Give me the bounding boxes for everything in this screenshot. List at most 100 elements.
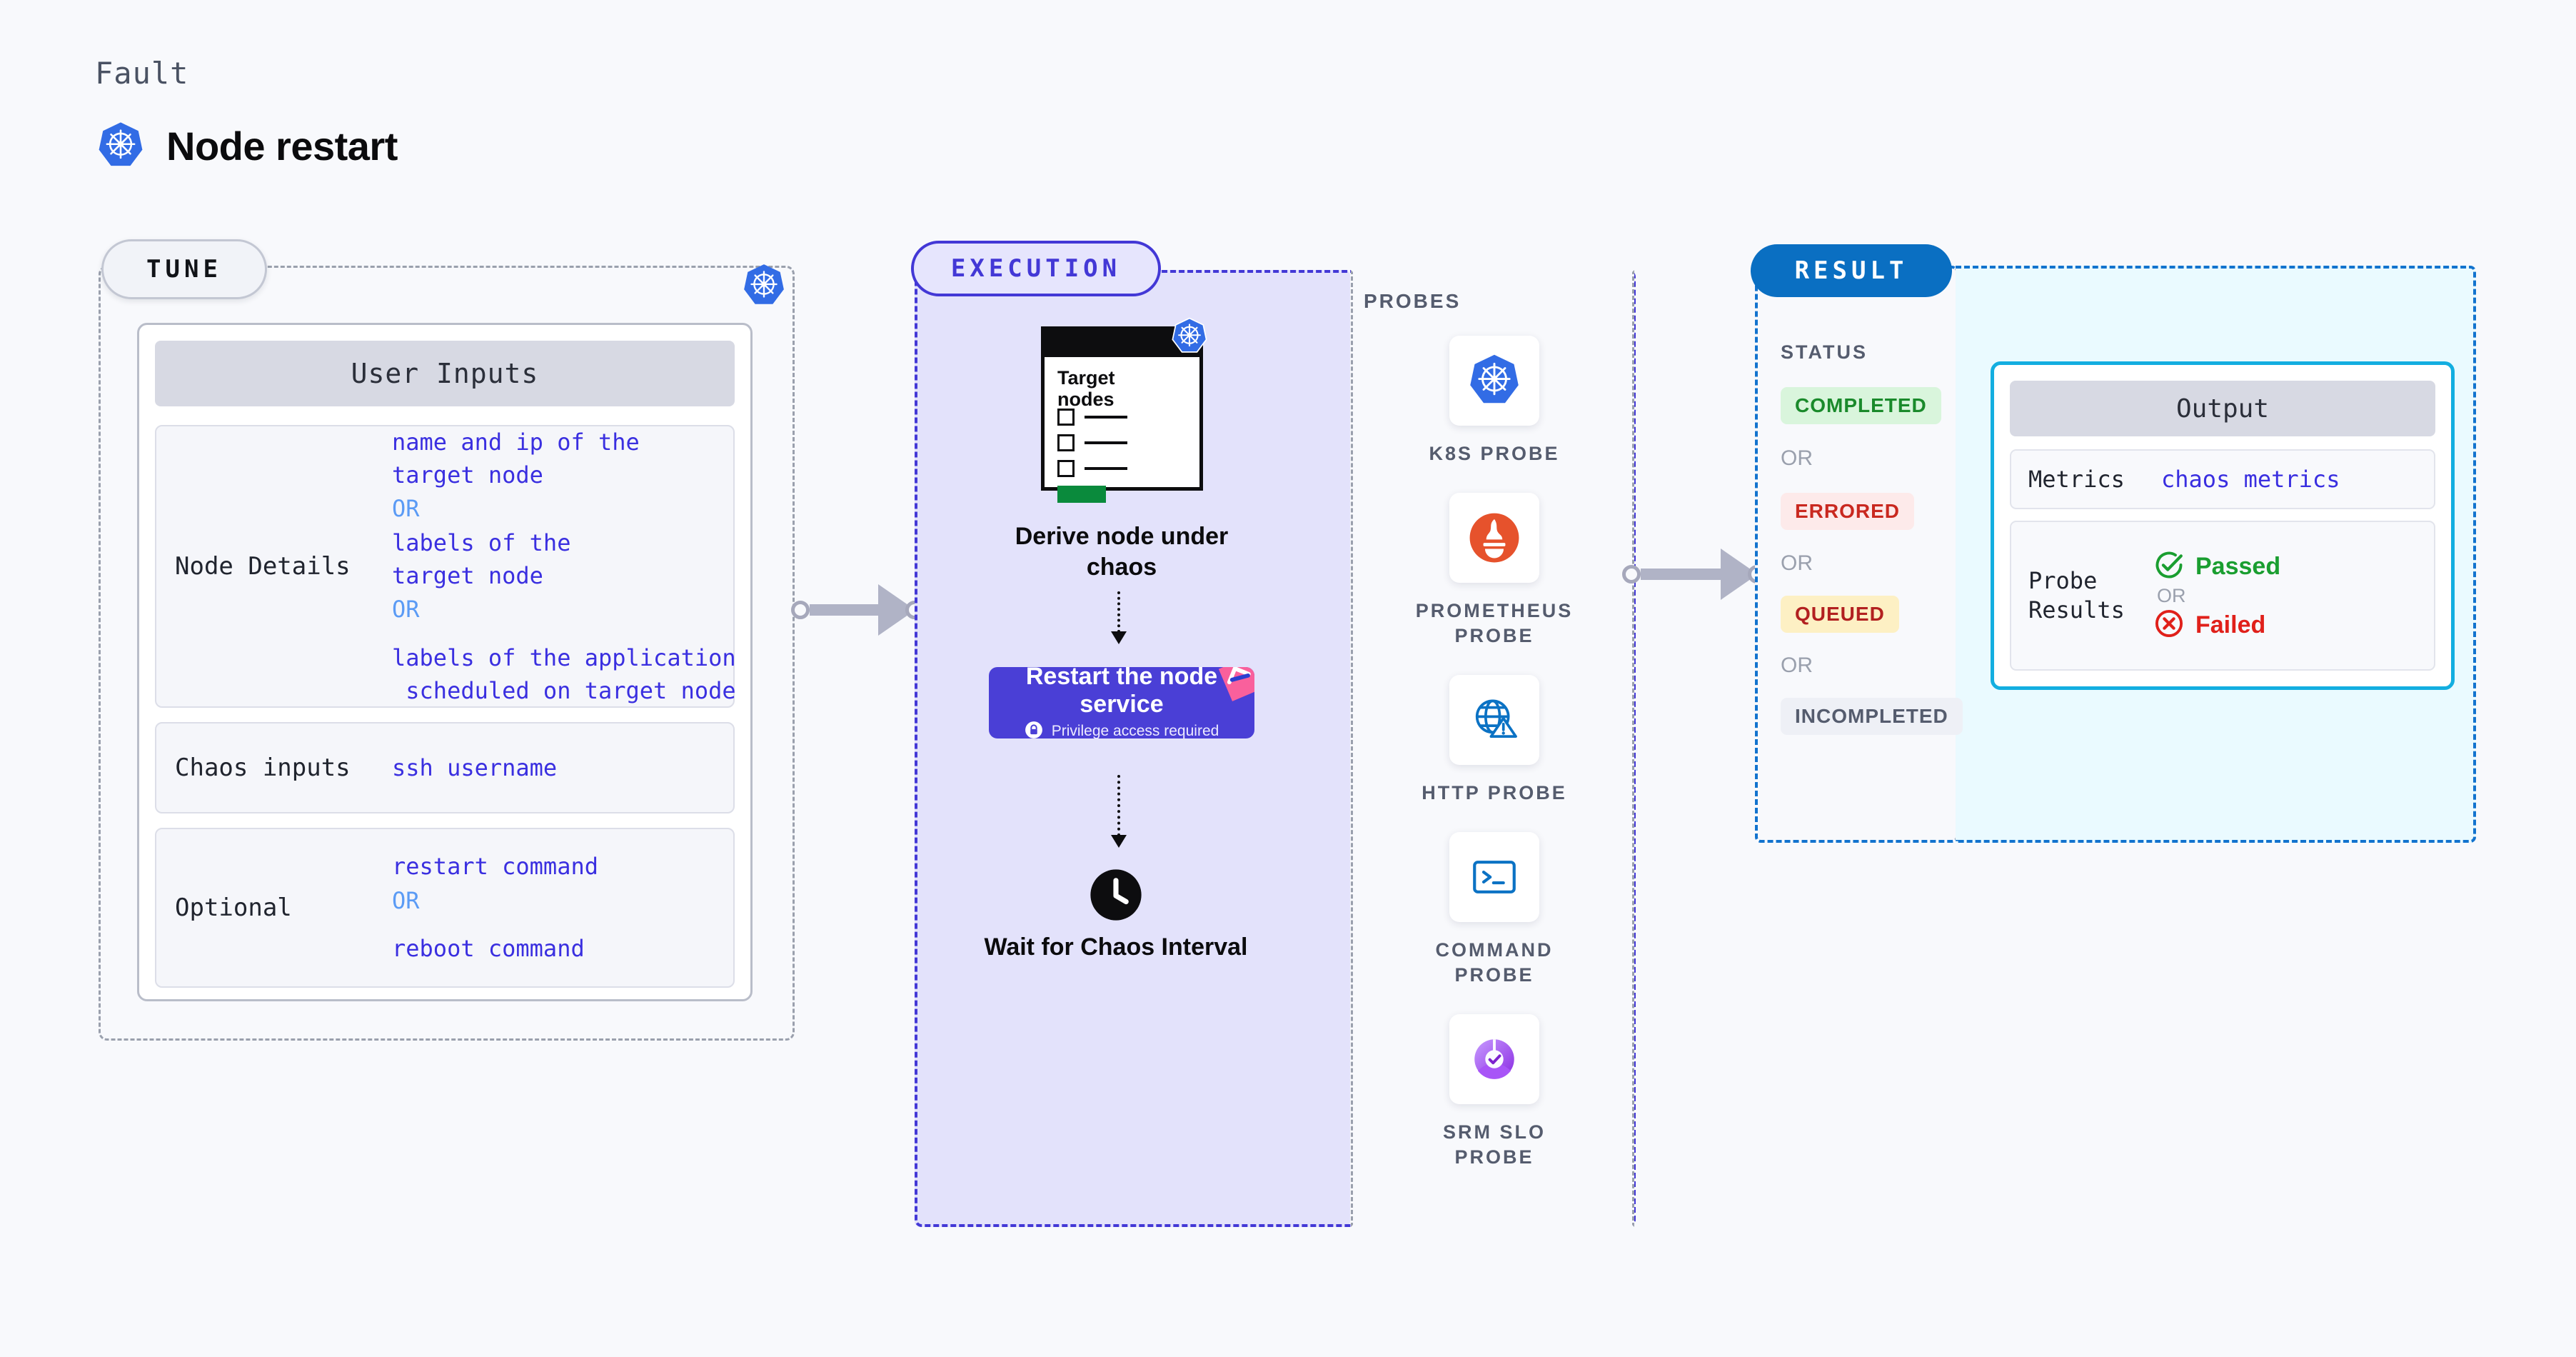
status-or-1: OR: [1781, 446, 1813, 470]
output-card-title: Output: [2010, 381, 2435, 436]
arrow-head: [1111, 631, 1127, 644]
probe-result-failed: Failed: [2154, 609, 2280, 642]
arrow-start-dot: [791, 601, 810, 619]
node-details-value3-line-2: scheduled on target node: [392, 677, 736, 705]
status-badge-errored: ERRORED: [1781, 493, 1915, 530]
chaos-inputs-value: ssh username: [392, 753, 558, 781]
page-title: Node restart: [166, 123, 398, 169]
flow-arrow-down: [1111, 591, 1127, 644]
probe-label: HTTP PROBE: [1422, 782, 1567, 803]
probe-results-label: Probe Results: [2028, 567, 2125, 624]
status-section-title: STATUS: [1781, 341, 1868, 363]
optional-spacer: [392, 919, 733, 931]
node-details-value-line-2: target node: [392, 461, 543, 489]
user-inputs-card: User Inputs Node Details name and ip of …: [137, 323, 753, 1001]
execution-to-result-arrow: [1622, 549, 1766, 600]
target-nodes-title: Target nodes: [1057, 367, 1115, 411]
node-details-or-1: OR: [392, 494, 420, 522]
probe-results-values: Passed OR Failed: [2154, 550, 2280, 642]
probe-label: PROMETHEUS PROBE: [1415, 600, 1574, 647]
privilege-note-row: Privilege access required: [1025, 721, 1219, 738]
optional-values: restart command OR reboot command: [392, 851, 733, 963]
fault-title-row: Node restart: [95, 120, 398, 171]
chaos-inputs-values: ssh username: [392, 753, 733, 783]
check-circle-icon: [2154, 550, 2184, 584]
checkbox-icon: [1057, 409, 1075, 426]
status-or-3: OR: [1781, 654, 1813, 677]
node-details-values: name and ip of the target node OR labels…: [392, 427, 736, 706]
kubernetes-icon: [1169, 316, 1209, 356]
node-details-value-line-1: name and ip of the: [392, 428, 640, 456]
target-node-list-item: [1057, 409, 1127, 426]
list-line: [1085, 467, 1127, 470]
target-node-list-item: [1057, 434, 1127, 451]
node-details-value2-line-2: target node: [392, 562, 543, 589]
arrow-bar: [810, 604, 882, 616]
privilege-note-text: Privilege access required: [1051, 723, 1219, 738]
node-details-value3-line-1: labels of the application: [392, 644, 736, 672]
target-node-list-item: [1057, 460, 1127, 477]
prometheus-icon: [1449, 493, 1539, 583]
node-details-spacer: [392, 629, 736, 640]
optional-row: Optional restart command OR reboot comma…: [155, 828, 735, 988]
metrics-label: Metrics: [2028, 466, 2125, 493]
progress-bar: [1057, 486, 1106, 503]
flow-arrow-down: [1111, 775, 1127, 848]
user-inputs-card-title: User Inputs: [155, 341, 735, 406]
tune-to-execution-arrow: [791, 584, 924, 636]
lock-icon: [1025, 721, 1043, 738]
probe-results-or: OR: [2157, 584, 2186, 606]
probe-failed-label: Failed: [2195, 611, 2266, 639]
list-line: [1085, 416, 1127, 419]
probes-section-title: PROBES: [1364, 290, 1461, 312]
srm-slo-icon: [1449, 1014, 1539, 1104]
ribbon-icon: [1205, 667, 1254, 713]
chaos-inputs-row: Chaos inputs ssh username: [155, 722, 735, 813]
arrow-start-dot: [1622, 565, 1641, 584]
checkbox-icon: [1057, 460, 1075, 477]
node-details-value2-line-1: labels of the: [392, 529, 571, 556]
clock-icon: [1089, 868, 1143, 922]
list-line: [1085, 441, 1127, 444]
globe-warning-icon: [1449, 675, 1539, 765]
arrow-stem: [1117, 775, 1120, 836]
node-details-row: Node Details name and ip of the target n…: [155, 425, 736, 708]
metrics-value: chaos metrics: [2161, 466, 2340, 493]
node-details-or-2: OR: [392, 596, 420, 624]
probe-item-command[interactable]: COMMAND PROBE: [1405, 832, 1584, 988]
result-stage-tag: RESULT: [1751, 244, 1952, 297]
optional-value-1: restart command: [392, 853, 598, 881]
arrow-head: [1111, 835, 1127, 848]
chaos-inputs-label: Chaos inputs: [175, 753, 351, 782]
probe-item-k8s[interactable]: K8S PROBE: [1405, 336, 1584, 466]
tune-panel: User Inputs Node Details name and ip of …: [99, 266, 795, 1041]
probe-label: K8S PROBE: [1429, 443, 1560, 464]
node-details-label: Node Details: [175, 551, 351, 581]
probe-passed-label: Passed: [2195, 552, 2281, 580]
metrics-row: Metrics chaos metrics: [2010, 449, 2435, 509]
restart-step-title: Restart the node service: [1025, 667, 1218, 718]
tune-stage-tag: TUNE: [101, 239, 267, 299]
arrow-stem: [1117, 591, 1120, 633]
x-circle-icon: [2154, 609, 2184, 642]
status-badge-queued: QUEUED: [1781, 596, 1899, 633]
probe-label: SRM SLO PROBE: [1442, 1121, 1546, 1168]
probe-item-prometheus[interactable]: PROMETHEUS PROBE: [1405, 493, 1584, 649]
optional-or: OR: [392, 886, 420, 914]
optional-label: Optional: [175, 893, 292, 922]
kubernetes-icon: [740, 262, 788, 309]
probe-item-srm-slo[interactable]: SRM SLO PROBE: [1405, 1014, 1584, 1170]
optional-value-2: reboot command: [392, 935, 585, 963]
probe-item-http[interactable]: HTTP PROBE: [1405, 675, 1584, 806]
kubernetes-icon: [95, 120, 146, 171]
status-badge-completed: COMPLETED: [1781, 387, 1941, 424]
probe-label: COMMAND PROBE: [1435, 939, 1554, 986]
terminal-icon: [1449, 832, 1539, 922]
target-nodes-window: Target nodes: [1041, 326, 1203, 503]
status-badge-incompleted: INCOMPLETED: [1781, 698, 1963, 735]
output-card: Output Metrics chaos metrics Probe Resul…: [1991, 361, 2455, 690]
checkbox-icon: [1057, 434, 1075, 451]
fault-eyebrow-label: Fault: [95, 56, 189, 91]
arrow-bar: [1641, 569, 1725, 580]
